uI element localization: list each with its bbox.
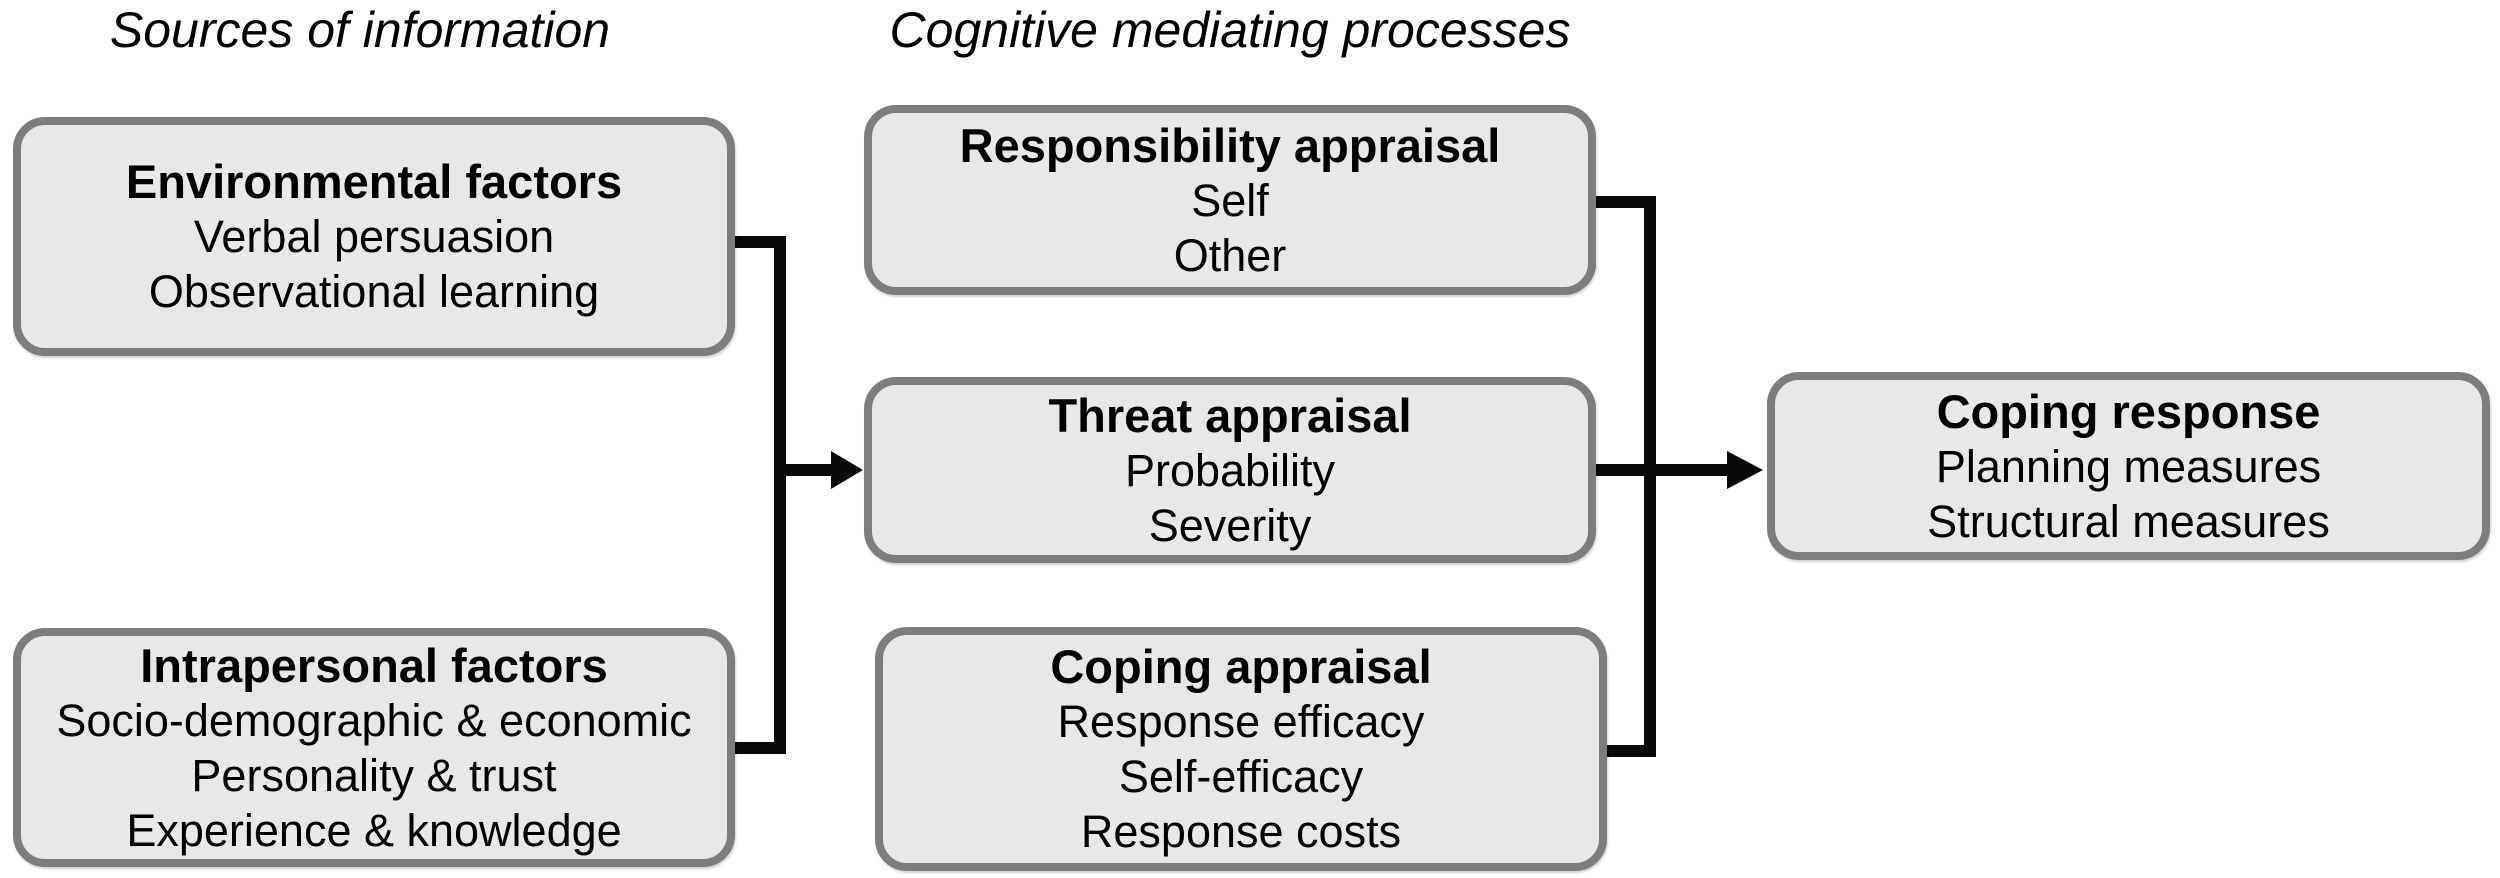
node-title: Coping appraisal xyxy=(1050,640,1432,693)
node-item: Probability xyxy=(1124,444,1336,496)
connector-environmental-stub xyxy=(730,236,785,248)
node-item: Self-efficacy xyxy=(1118,751,1364,802)
node-title: Environmental factors xyxy=(125,155,623,208)
connector-left-vertical-rail xyxy=(774,236,786,754)
node-coping-response: Coping response Planning measures Struct… xyxy=(1767,372,2490,560)
node-item: Other xyxy=(1173,229,1287,281)
column-header-cognitive-mediating-processes: Cognitive mediating processes xyxy=(889,2,1571,58)
node-responsibility-appraisal: Responsibility appraisal Self Other xyxy=(864,105,1596,295)
node-item: Observational learning xyxy=(148,266,600,317)
node-title: Threat appraisal xyxy=(1048,388,1412,442)
node-item: Verbal persuasion xyxy=(193,211,555,262)
connector-arrow-to-coping-response-shaft xyxy=(1592,464,1729,476)
node-environmental-factors: Environmental factors Verbal persuasion … xyxy=(13,117,735,356)
node-threat-appraisal: Threat appraisal Probability Severity xyxy=(864,377,1596,563)
arrowhead-to-threat-icon xyxy=(831,451,863,489)
node-title: Intrapersonal factors xyxy=(140,638,608,692)
node-item: Personality & trust xyxy=(191,749,557,801)
node-intrapersonal-factors: Intrapersonal factors Socio-demographic … xyxy=(13,628,735,867)
node-item: Severity xyxy=(1148,499,1312,551)
connector-right-vertical-rail xyxy=(1644,196,1656,757)
node-title: Coping response xyxy=(1936,384,2321,438)
node-item: Socio-demographic & economic xyxy=(56,694,692,746)
connector-arrow-to-threat-shaft xyxy=(780,464,833,476)
node-item: Response efficacy xyxy=(1057,696,1425,747)
column-header-sources-of-information: Sources of information xyxy=(109,2,611,58)
node-item: Experience & knowledge xyxy=(126,804,622,856)
node-item: Response costs xyxy=(1080,806,1402,857)
node-title: Responsibility appraisal xyxy=(959,118,1501,172)
node-item: Structural measures xyxy=(1927,495,2330,547)
node-item: Self xyxy=(1191,174,1269,226)
node-item: Planning measures xyxy=(1935,440,2322,492)
connector-intrapersonal-stub xyxy=(730,742,785,754)
connector-coping-appraisal-stub xyxy=(1600,745,1655,757)
connector-responsibility-stub xyxy=(1592,196,1655,208)
arrowhead-to-coping-response-icon xyxy=(1727,451,1763,489)
node-coping-appraisal: Coping appraisal Response efficacy Self-… xyxy=(875,627,1607,871)
